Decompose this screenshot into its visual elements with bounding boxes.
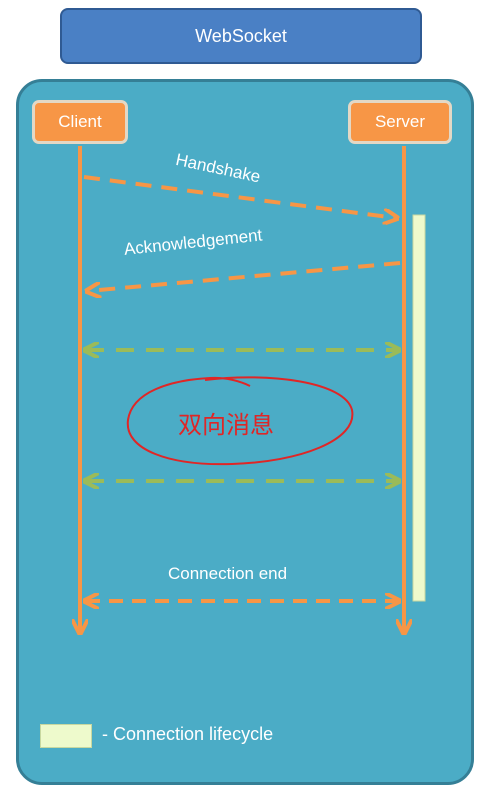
annotation-circle	[126, 376, 354, 466]
client-actor: Client	[32, 100, 128, 144]
connection-end-label: Connection end	[168, 564, 288, 583]
server-actor: Server	[348, 100, 452, 144]
bidirectional-label: 双向消息	[178, 412, 274, 439]
connection-lifecycle-bar	[412, 214, 426, 602]
diagram-title: WebSocket	[60, 8, 422, 64]
server-label: Server	[374, 112, 426, 131]
acknowledgement-arrow	[88, 261, 401, 291]
diagram-title-text: WebSocket	[195, 25, 287, 46]
watermark: CSDN @十二三	[428, 784, 493, 794]
legend-text: - Connection lifecycle	[102, 724, 274, 744]
client-label: Client	[58, 112, 102, 131]
legend-swatch	[40, 724, 92, 748]
handshake-arrow	[83, 175, 396, 218]
